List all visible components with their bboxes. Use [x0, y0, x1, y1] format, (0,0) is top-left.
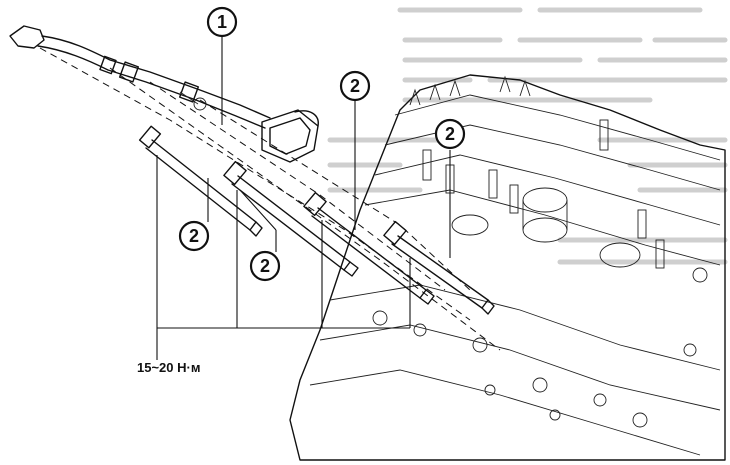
callout-harness-label: 1	[217, 12, 227, 32]
head-studs	[422, 119, 665, 269]
callout-plug-b: 2	[434, 118, 466, 150]
callout-plug-a-label: 2	[350, 76, 360, 96]
leader-lines	[156, 36, 451, 360]
callout-harness: 1	[206, 6, 238, 38]
callout-plug-b-label: 2	[445, 124, 455, 144]
glow-plug-1	[138, 125, 263, 237]
callout-plug-d-label: 2	[260, 256, 270, 276]
callout-plug-d: 2	[249, 250, 281, 282]
background-text-shadow	[327, 7, 728, 265]
glow-plug-harness	[9, 25, 319, 163]
callout-plug-a: 2	[339, 70, 371, 102]
glow-plug-4	[383, 220, 495, 315]
glow-plug-2	[223, 160, 359, 277]
glow-plug-3	[303, 191, 435, 305]
torque-spec-label: 15~20 Н·м	[137, 360, 201, 375]
callout-plug-c-label: 2	[189, 226, 199, 246]
callout-plug-c: 2	[178, 220, 210, 252]
alignment-dashes	[39, 47, 501, 351]
